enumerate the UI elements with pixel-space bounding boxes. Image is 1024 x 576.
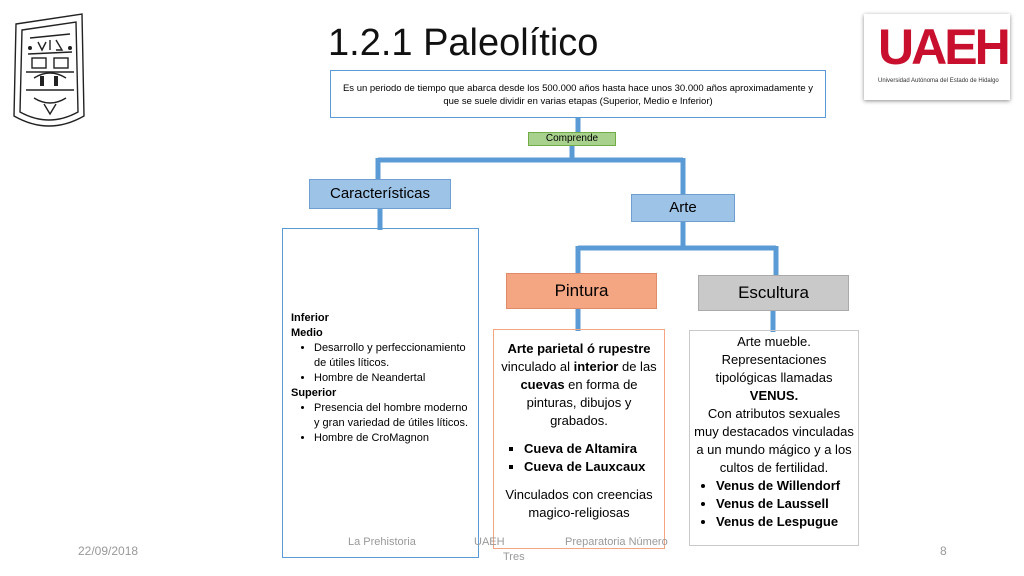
- list-item: Presencia del hombre moderno y gran vari…: [314, 401, 472, 431]
- list-item: Cueva de Lauxcaux: [524, 458, 658, 476]
- text-bold: interior: [573, 359, 619, 374]
- escultura-paragraph-2: Con atributos sexuales muy destacados vi…: [694, 406, 854, 475]
- node-escultura: Escultura: [698, 275, 849, 311]
- node-pintura: Pintura: [506, 273, 657, 309]
- footer-tres: Tres: [503, 551, 525, 563]
- list-item: Venus de Willendorf: [716, 477, 854, 495]
- venus-list: Venus de Willendorf Venus de Laussell Ve…: [694, 477, 854, 531]
- text: de las: [618, 359, 657, 374]
- cuevas-list: Cueva de Altamira Cueva de Lauxcaux: [500, 440, 658, 476]
- description-box: Es un periodo de tiempo que abarca desde…: [330, 70, 826, 118]
- text: en forma de pinturas, dibujos y grabados…: [526, 377, 638, 428]
- caracteristicas-box: Inferior Medio Desarrollo y perfeccionam…: [282, 228, 479, 558]
- pintura-box: Arte parietal ó rupestre vinculado al in…: [493, 329, 665, 549]
- footer-prehistoria: La Prehistoria: [348, 536, 416, 548]
- list-item: Desarrollo y perfeccionamiento de útiles…: [314, 341, 472, 371]
- footer-page-number: 8: [940, 544, 947, 558]
- list-item: Venus de Lespugue: [716, 513, 854, 531]
- footer-uaeh: UAEH: [474, 536, 505, 548]
- stage-superior: Superior: [291, 387, 337, 399]
- description-text: Es un periodo de tiempo que abarca desde…: [342, 83, 814, 107]
- text: vinculado al: [501, 359, 574, 374]
- uaeh-logo-subtitle: Universidad Autónoma del Estado de Hidal…: [878, 78, 999, 84]
- page-title: 1.2.1 Paleolítico: [328, 22, 599, 64]
- medio-list: Desarrollo y perfeccionamiento de útiles…: [291, 341, 472, 386]
- escultura-box: Arte mueble. Representaciones tipológica…: [689, 330, 859, 546]
- text-bold: Arte parietal ó rupestre: [507, 341, 651, 356]
- list-item: Venus de Laussell: [716, 495, 854, 513]
- pintura-closing: Vinculados con creencias magico-religios…: [505, 487, 653, 520]
- node-arte: Arte: [631, 194, 735, 222]
- uaeh-logo-text: UAEH: [878, 19, 1011, 75]
- stage-medio: Medio: [291, 327, 323, 339]
- text: Arte mueble. Representaciones tipológica…: [715, 334, 833, 385]
- node-caracteristicas: Características: [309, 179, 451, 209]
- escultura-paragraph: Arte mueble. Representaciones tipológica…: [694, 333, 854, 405]
- uaeh-logo: UAEH Universidad Autónoma del Estado de …: [864, 14, 1011, 100]
- footer-preparatoria: Preparatoria Número: [565, 536, 668, 548]
- comprende-label: Comprende: [528, 132, 616, 146]
- superior-list: Presencia del hombre moderno y gran vari…: [291, 401, 472, 446]
- pintura-paragraph: Arte parietal ó rupestre vinculado al in…: [500, 340, 658, 430]
- list-item: Hombre de CroMagnon: [314, 431, 472, 446]
- footer-date: 22/09/2018: [78, 544, 139, 558]
- text-bold: cuevas: [520, 377, 565, 392]
- stage-inferior: Inferior: [291, 312, 329, 324]
- school-seal-logo: [13, 13, 85, 127]
- text-bold: VENUS.: [749, 388, 799, 403]
- list-item: Hombre de Neandertal: [314, 371, 472, 386]
- list-item: Cueva de Altamira: [524, 440, 658, 458]
